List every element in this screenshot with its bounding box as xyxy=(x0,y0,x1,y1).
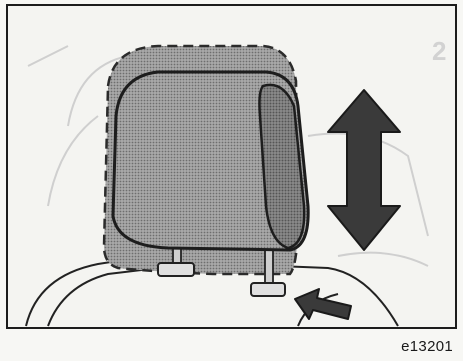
headrest xyxy=(113,72,308,250)
up-down-arrow-icon xyxy=(328,90,400,250)
headrest-diagram xyxy=(8,6,455,327)
illustration-frame: 2 xyxy=(6,4,457,329)
figure-code: e13201 xyxy=(401,338,453,355)
